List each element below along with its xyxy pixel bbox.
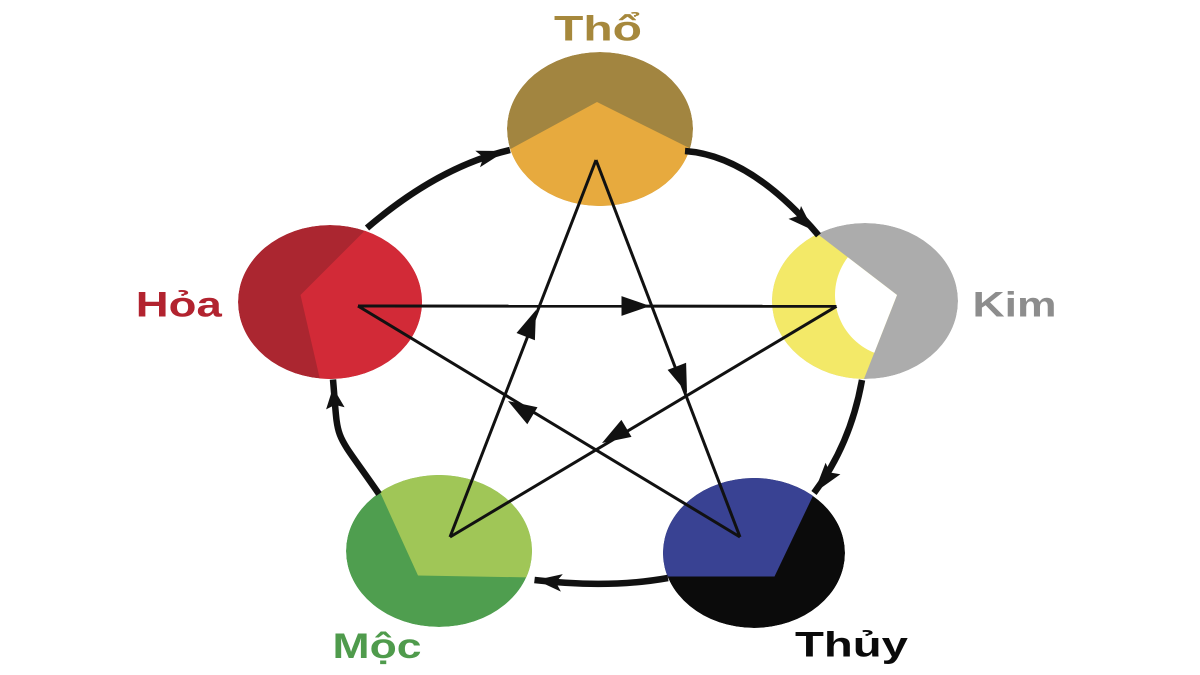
svg-text:Mộc: Mộc	[333, 626, 422, 666]
svg-text:Hỏa: Hỏa	[136, 284, 222, 324]
svg-text:Thủy: Thủy	[795, 624, 908, 664]
svg-text:Thổ: Thổ	[554, 9, 642, 49]
svg-text:Kim: Kim	[973, 284, 1057, 324]
